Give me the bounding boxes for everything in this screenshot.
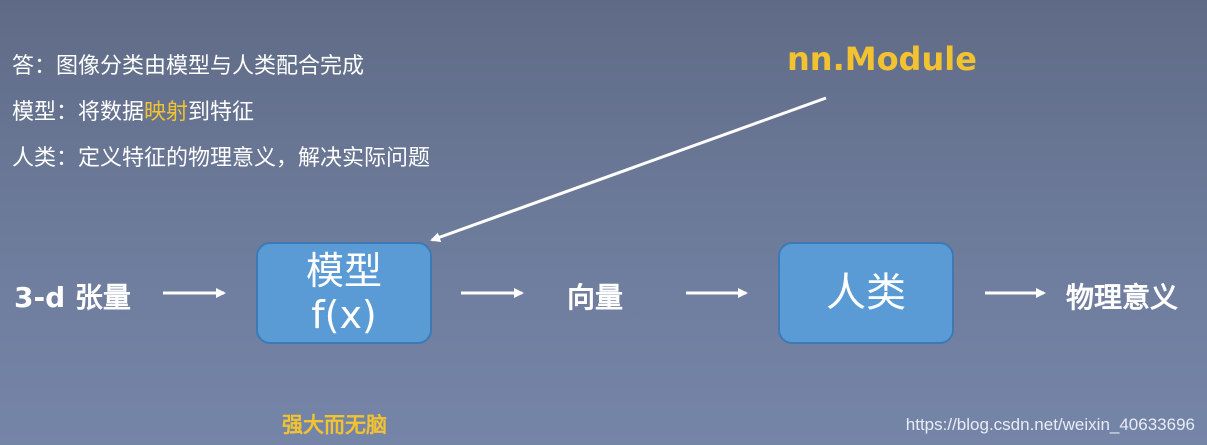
answer-line: 答：图像分类由模型与人类配合完成 bbox=[12, 54, 365, 79]
human-description-line: 人类：定义特征的物理意义，解决实际问题 bbox=[12, 146, 431, 171]
vector-label: 向量 bbox=[567, 281, 624, 314]
model-caption: 强大而无脑 bbox=[282, 413, 387, 437]
model-box-formula: f(x) bbox=[311, 293, 377, 337]
model-description-line: 模型：将数据映射到特征 bbox=[12, 94, 254, 126]
human-box-label: 人类 bbox=[826, 270, 906, 316]
model-line-highlight: 映射 bbox=[144, 100, 189, 125]
module-pointer-arrow bbox=[430, 96, 827, 242]
model-box-title: 模型 bbox=[305, 249, 382, 293]
model-line-suffix: 到特征 bbox=[188, 100, 255, 125]
model-line-prefix: 模型：将数据 bbox=[12, 100, 145, 125]
watermark: https://blog.csdn.net/weixin_40633696 bbox=[905, 415, 1195, 434]
input-label: 3-d 张量 bbox=[14, 281, 131, 314]
model-box: 模型 f(x) bbox=[256, 242, 432, 344]
module-label: nn.Module bbox=[787, 40, 977, 78]
human-box: 人类 bbox=[778, 242, 954, 344]
output-label: 物理意义 bbox=[1066, 281, 1179, 314]
